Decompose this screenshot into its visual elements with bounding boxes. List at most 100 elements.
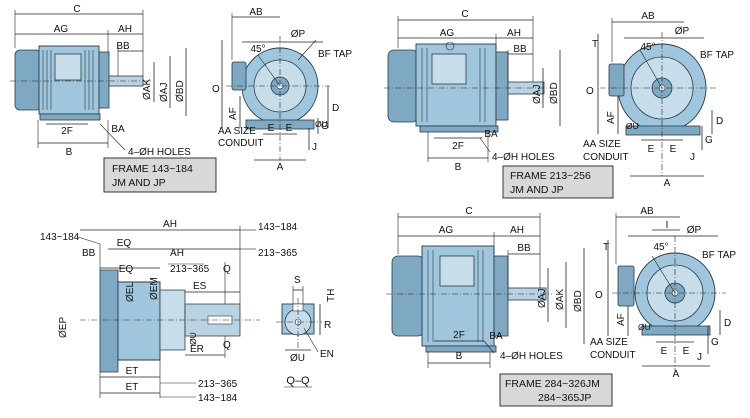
conduit-box xyxy=(608,63,625,97)
end-label-ab: AB xyxy=(640,206,654,217)
end-label-o: O xyxy=(595,290,603,301)
end-label-d: D xyxy=(716,116,723,127)
end-label-a: A xyxy=(673,369,680,380)
fan-cover xyxy=(14,49,42,111)
end-label-ab: AB xyxy=(249,7,263,18)
label-b: B xyxy=(455,162,462,173)
feet xyxy=(419,125,499,133)
label-b: B xyxy=(456,351,463,362)
label-2f: 2F xyxy=(452,141,464,152)
end-label-o: O xyxy=(212,84,220,95)
end-label-t: T xyxy=(592,39,598,50)
end-label-j: J xyxy=(312,142,317,153)
end-label-i: I xyxy=(666,220,669,231)
end-label-u: ØU xyxy=(315,119,328,129)
label-ah-mid: AH xyxy=(170,248,184,259)
motor-view-frame-213-256: C AG AH BB ØAJ ØBD 2F BA B 4–ØH HOLES AB… xyxy=(384,9,734,199)
end-label-g: G xyxy=(705,135,713,146)
frame-note-line-2: JM AND JP xyxy=(510,184,564,196)
label-aj: ØAJ xyxy=(159,83,170,102)
end-label-af: AF xyxy=(616,313,627,326)
frame-note-box xyxy=(499,373,613,407)
end-label-op: ØP xyxy=(675,26,690,37)
label-el: ØEL xyxy=(125,282,136,302)
label-q-1: Q xyxy=(223,264,231,275)
frame-note-line-1: FRAME 143~184 xyxy=(112,163,193,175)
end-label-45: 45° xyxy=(640,42,655,53)
label-eq-2: EQ xyxy=(119,264,134,275)
end-label-af: AF xyxy=(228,107,239,120)
terminal-box xyxy=(54,53,82,81)
end-label-j: J xyxy=(690,152,695,163)
end-label-conduit: CONDUIT xyxy=(590,350,636,361)
end-label-bf-tap: BF TAP xyxy=(318,49,352,60)
label-ak: ØAK xyxy=(142,79,153,100)
section-q-q: S TH R ØU EN Q–Q xyxy=(276,275,337,388)
end-label-t: T xyxy=(603,242,609,253)
label-ba: BA xyxy=(489,331,503,342)
label-aj: ØAJ xyxy=(537,289,548,308)
label-2f: 2F xyxy=(61,126,73,137)
label-ba: BA xyxy=(484,129,498,140)
end-label-d: D xyxy=(724,318,731,329)
shaft-detail-view: 143~184 AH 143~184 BB EQ AH 213~365 EQ 2… xyxy=(40,219,298,404)
end-label-conduit: CONDUIT xyxy=(583,152,629,163)
label-ah-top: AH xyxy=(163,219,177,230)
qq-label-r: R xyxy=(324,320,331,331)
end-label-e2: E xyxy=(286,123,293,134)
end-label-aa-size: AA SIZE xyxy=(590,337,628,348)
frame-note-box xyxy=(502,165,614,199)
label-ak: ØAK xyxy=(555,289,566,310)
label-bb: BB xyxy=(82,248,96,259)
label-ag: AG xyxy=(54,24,69,35)
face-flange xyxy=(98,51,110,109)
label-holes: 4–ØH HOLES xyxy=(500,351,563,362)
label-ah: AH xyxy=(507,28,521,39)
end-label-d: D xyxy=(332,103,339,114)
terminal-box xyxy=(431,53,467,85)
end-label-e2: E xyxy=(683,346,690,357)
end-label-g: G xyxy=(711,337,719,348)
label-ba: BA xyxy=(111,124,125,135)
end-label-o: O xyxy=(586,86,594,97)
fan-cover xyxy=(387,49,419,123)
end-label-af: AF xyxy=(606,111,617,124)
terminal-box xyxy=(439,255,475,287)
label-213-365-c: 213~365 xyxy=(198,379,238,390)
end-label-e1: E xyxy=(648,144,655,155)
frame-note-line-1: FRAME 284~326JM xyxy=(505,378,600,390)
label-et-2: ET xyxy=(126,382,139,393)
qq-title: Q–Q xyxy=(286,375,310,387)
frame-note-line-1: FRAME 213~256 xyxy=(510,170,591,182)
label-er: ER xyxy=(190,344,204,355)
qq-label-s: S xyxy=(294,275,301,286)
face-flange xyxy=(495,51,509,121)
end-label-op: ØP xyxy=(687,225,702,236)
label-ag: AG xyxy=(440,28,455,39)
label-2f: 2F xyxy=(453,330,465,341)
end-label-bf-tap: BF TAP xyxy=(700,50,734,61)
label-q-2: Q xyxy=(223,340,231,351)
conduit-box xyxy=(231,61,247,91)
label-213-365-b: 213~365 xyxy=(170,264,210,275)
frame-note-line-2: JM AND JP xyxy=(112,177,166,189)
end-label-e1: E xyxy=(268,123,275,134)
label-ag: AG xyxy=(439,225,454,236)
label-ah: AH xyxy=(510,225,524,236)
flange-face xyxy=(99,269,119,373)
feet xyxy=(425,345,497,353)
label-143-184-c: 143~184 xyxy=(198,393,238,404)
qq-label-th: TH xyxy=(326,289,337,302)
label-143-184-a: 143~184 xyxy=(40,232,80,243)
label-213-365-a: 213~365 xyxy=(258,248,298,259)
label-eq-1: EQ xyxy=(117,238,132,249)
qq-label-en: EN xyxy=(320,349,334,360)
qq-label-u: ØU xyxy=(290,353,305,364)
label-bd: ØBD xyxy=(573,290,584,312)
label-bd: ØBD xyxy=(549,82,560,104)
frame-note-line-2: 284~365JP xyxy=(538,392,591,404)
end-label-a: A xyxy=(664,178,671,189)
end-label-45: 45° xyxy=(250,44,265,55)
end-view-feet xyxy=(625,125,701,136)
